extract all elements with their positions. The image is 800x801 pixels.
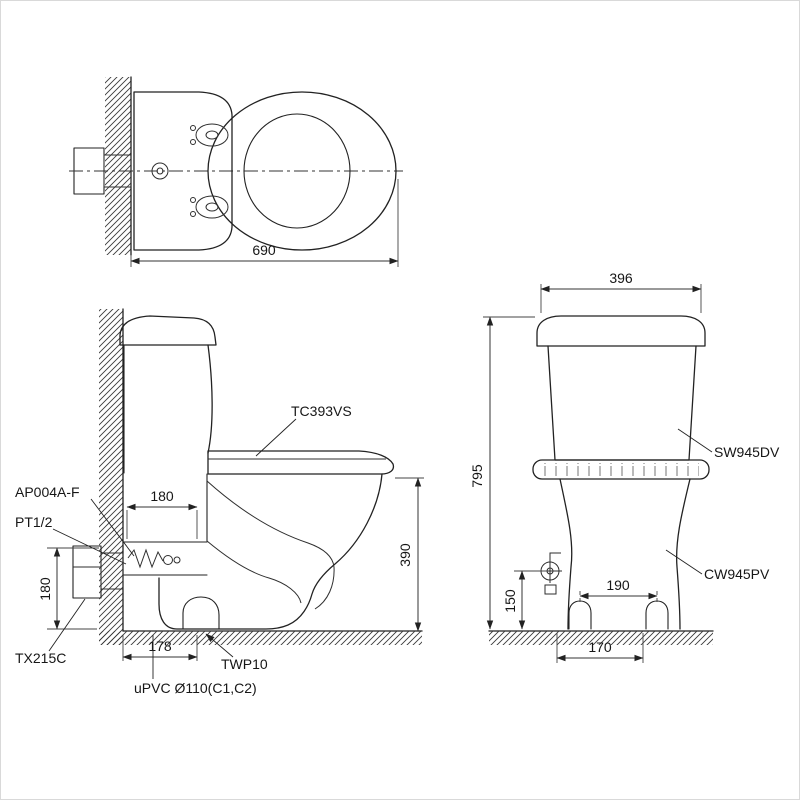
hinge-bottom bbox=[190, 195, 229, 219]
label-trap: TWP10 bbox=[221, 656, 268, 672]
floor-hatch bbox=[99, 631, 422, 645]
fill-valve-spring bbox=[127, 548, 164, 569]
dim-base-width: 170 bbox=[588, 639, 612, 655]
fill-valve-detail bbox=[173, 556, 181, 564]
leader-stop-valve bbox=[48, 598, 86, 652]
seat-band-ticks bbox=[543, 463, 699, 476]
top-view: 690 bbox=[69, 76, 403, 267]
hinge-outer bbox=[195, 123, 229, 147]
dim-690: 690 bbox=[252, 242, 276, 258]
trapway-curve bbox=[206, 480, 335, 610]
label-pipe: uPVC Ø110(C1,C2) bbox=[134, 680, 257, 696]
label-inlet: PT1/2 bbox=[15, 514, 53, 530]
front-view: 396 795 150 190 170 SW945DV CW945PV bbox=[469, 270, 780, 663]
bolt-cap-right bbox=[645, 600, 669, 630]
hinge-bolt bbox=[190, 197, 196, 203]
side-view: 180 180 178 390 TC393VS AP004A-F PT1/2 T… bbox=[15, 308, 424, 696]
leader-trap bbox=[205, 633, 234, 658]
tank-fitting-outer bbox=[151, 162, 169, 180]
tank-lid-front bbox=[536, 315, 706, 347]
dim-rim-height: 390 bbox=[397, 543, 413, 567]
tank-fitting-inner bbox=[156, 167, 164, 175]
bolt-cap-left bbox=[568, 600, 592, 630]
dim-inlet-width: 180 bbox=[150, 488, 174, 504]
seat-lid-inner bbox=[243, 113, 351, 229]
fill-valve-detail bbox=[163, 555, 173, 565]
label-tank: SW945DV bbox=[714, 444, 780, 460]
leader-fill-valve bbox=[90, 498, 135, 557]
wall-hatch bbox=[105, 77, 131, 255]
wall-hatch bbox=[99, 309, 123, 645]
dim-total-height: 795 bbox=[469, 464, 485, 488]
wall-sleeve bbox=[100, 552, 124, 590]
dim-outlet: 178 bbox=[148, 638, 172, 654]
bowl-inner-curve bbox=[206, 540, 302, 604]
leader-inlet bbox=[52, 528, 127, 565]
dim-inlet-height: 180 bbox=[37, 577, 53, 601]
dim-valve-height: 150 bbox=[502, 589, 518, 613]
seat-side bbox=[207, 450, 395, 475]
floor-hatch bbox=[489, 631, 713, 645]
hinge-inner bbox=[205, 202, 219, 212]
stop-valve-box bbox=[72, 545, 102, 599]
hinge-inner bbox=[205, 130, 219, 140]
supply-valve-front bbox=[538, 552, 562, 595]
bowl-left-edge bbox=[559, 478, 573, 630]
label-seat: TC393VS bbox=[291, 403, 352, 419]
hinge-outer bbox=[195, 195, 229, 219]
tank-lid-side bbox=[119, 315, 217, 346]
hinge-top bbox=[190, 123, 229, 147]
tank-body-front bbox=[547, 345, 697, 461]
bowl-right-edge bbox=[675, 478, 691, 630]
leader-seat bbox=[255, 418, 297, 457]
dim-bolt-spacing: 190 bbox=[606, 577, 630, 593]
tank-outline-top bbox=[133, 91, 233, 251]
hinge-bolt bbox=[190, 211, 196, 217]
label-bowl: CW945PV bbox=[704, 566, 770, 582]
valve-fitting bbox=[544, 584, 557, 595]
label-stop-valve: TX215C bbox=[15, 650, 66, 666]
valve-pipe bbox=[549, 552, 561, 560]
hinge-bolt bbox=[190, 125, 196, 131]
dim-width: 396 bbox=[609, 270, 633, 286]
seat-lid-outer bbox=[207, 91, 397, 251]
trap-outlet bbox=[182, 596, 220, 630]
leader-bowl bbox=[665, 549, 703, 575]
bowl-outline-side bbox=[158, 473, 383, 630]
seat-band bbox=[532, 459, 710, 480]
label-fill-valve: AP004A-F bbox=[15, 484, 80, 500]
leader-tank bbox=[677, 428, 713, 453]
tank-front-edge bbox=[207, 344, 213, 454]
hinge-bolt bbox=[190, 139, 196, 145]
